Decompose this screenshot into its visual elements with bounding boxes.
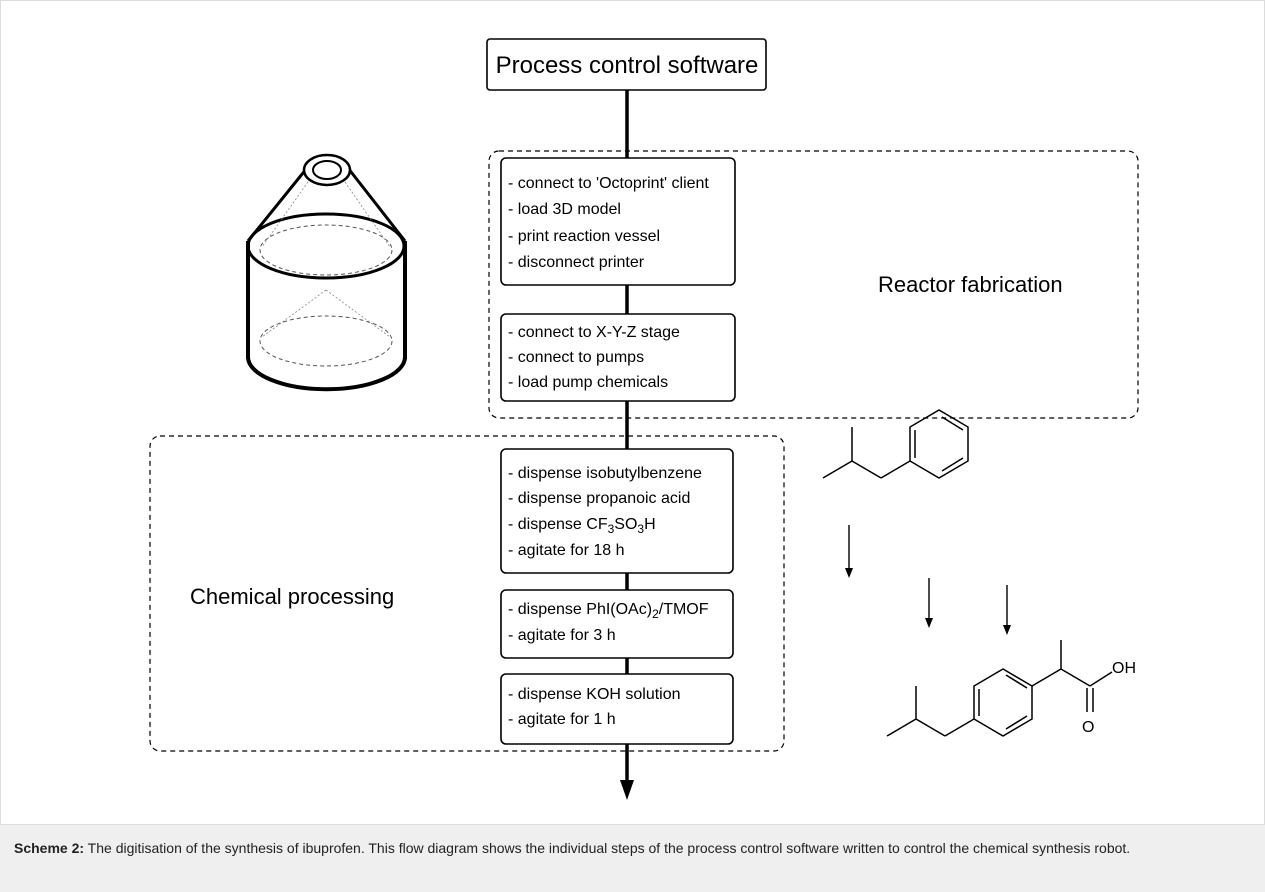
step-text-formula: - dispense PhI(OAc)2/TMOF	[508, 601, 709, 621]
reactor-fabrication-group	[488, 150, 1139, 419]
step-text: - disconnect printer	[508, 254, 645, 271]
step-text: - connect to X-Y-Z stage	[508, 324, 680, 341]
step-box-hydrolyse	[500, 673, 734, 745]
caption-text: The digitisation of the synthesis of ibu…	[84, 840, 1131, 856]
reaction-arrow-head	[845, 568, 1011, 635]
carbonyl-oxygen-label: O	[1082, 719, 1094, 736]
chemical-processing-group	[149, 435, 785, 752]
caption-band	[0, 824, 1265, 892]
figure-caption: Scheme 2: The digitisation of the synthe…	[14, 838, 1244, 859]
reactor-fabrication-label: Reactor fabrication	[878, 272, 1063, 297]
reaction-arrow	[848, 525, 1008, 629]
step-text: - dispense propanoic acid	[508, 490, 690, 507]
step-text: - load pump chemicals	[508, 374, 668, 391]
step-box-connect	[500, 313, 736, 402]
chemical-processing-label: Chemical processing	[190, 584, 394, 609]
caption-label: Scheme 2:	[14, 840, 85, 856]
output-arrow-head	[620, 780, 634, 800]
step-text: - connect to 'Octoprint' client	[508, 175, 709, 192]
step-text-formula: - dispense CF3SO3H	[508, 516, 656, 536]
step-box-print	[500, 157, 736, 286]
step-text: - dispense KOH solution	[508, 686, 681, 703]
isobutylbenzene-structure	[822, 409, 969, 479]
reactor-vessel-icon	[246, 153, 407, 392]
step-text: - dispense isobutylbenzene	[508, 465, 702, 482]
step-text: - agitate for 18 h	[508, 542, 625, 559]
step-text: - agitate for 1 h	[508, 711, 616, 728]
process-control-software-box	[486, 38, 767, 91]
hydroxyl-label: OH	[1112, 660, 1136, 677]
step-box-dispense	[500, 448, 734, 574]
step-text: - print reaction vessel	[508, 228, 660, 245]
step-text: - connect to pumps	[508, 349, 644, 366]
step-box-oxidise	[500, 589, 734, 659]
process-control-software-label: Process control software	[496, 52, 759, 79]
step-text: - agitate for 3 h	[508, 627, 616, 644]
step-text: - load 3D model	[508, 201, 621, 218]
ibuprofen-structure	[886, 640, 1113, 737]
